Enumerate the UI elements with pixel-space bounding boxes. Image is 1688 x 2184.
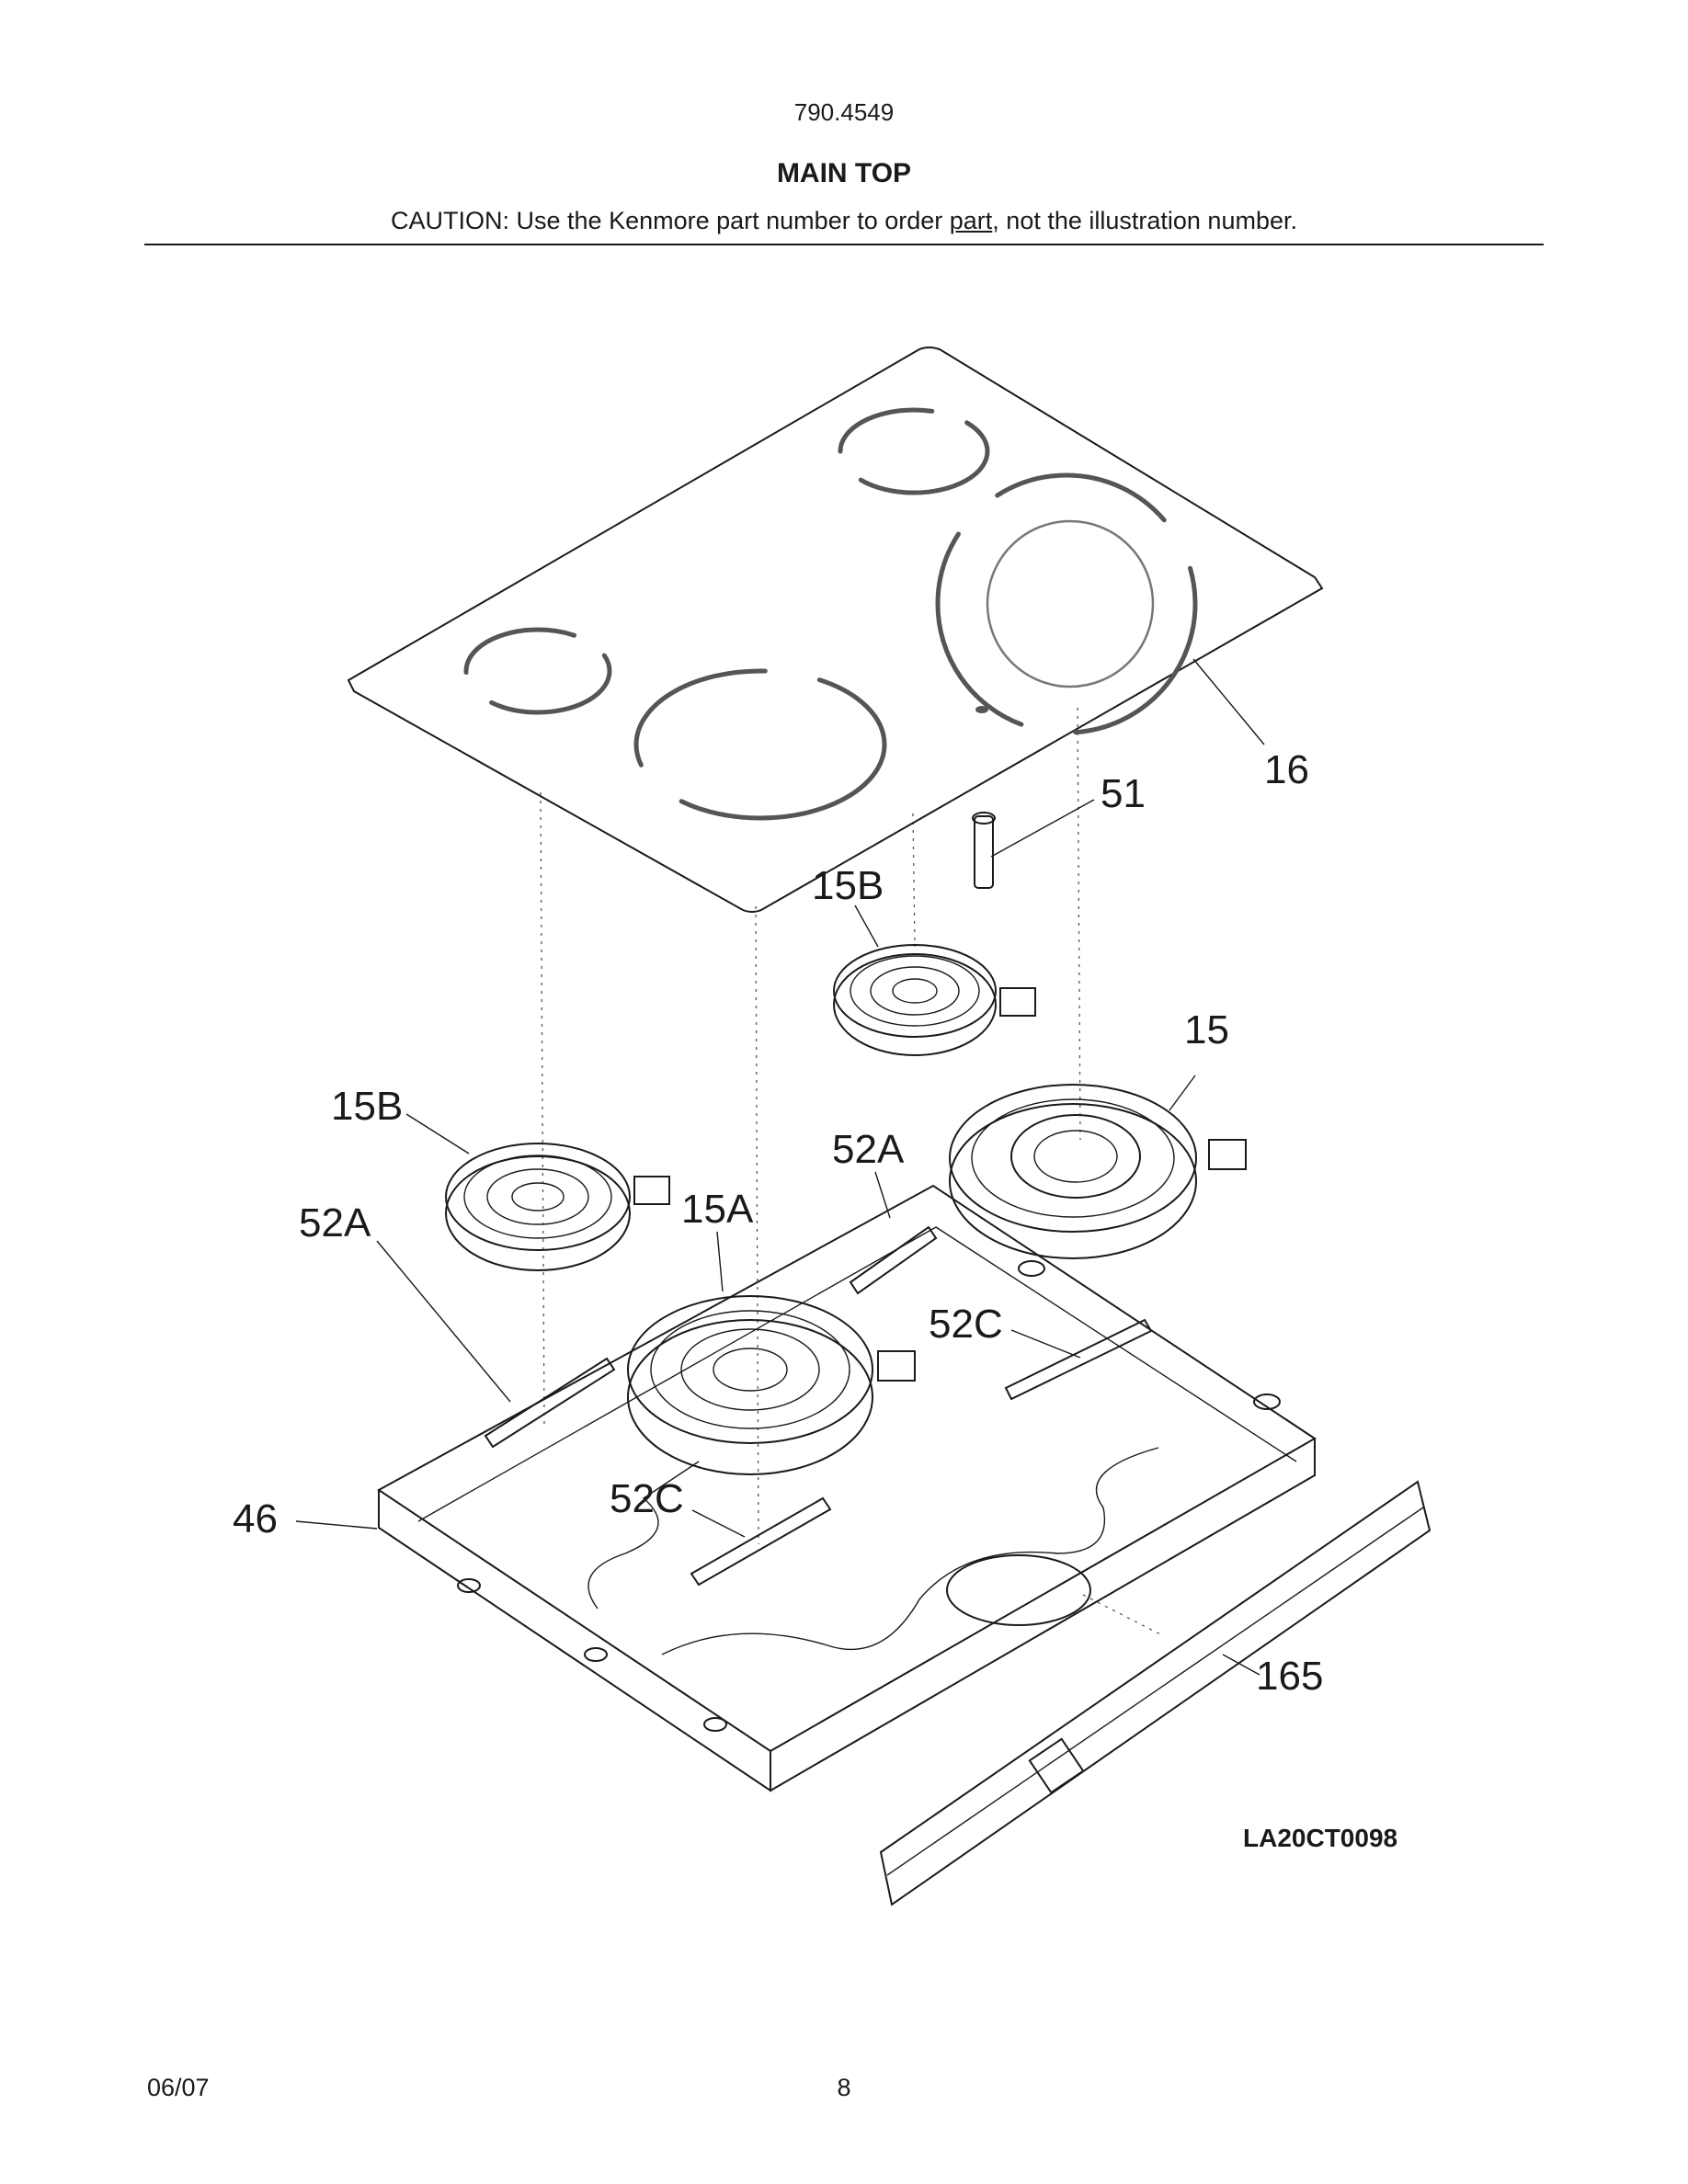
callout-15: 15: [1184, 1007, 1229, 1052]
callout-16: 16: [1264, 747, 1309, 792]
mounting-brackets: [484, 1225, 1153, 1587]
caution-note: CAUTION: Use the Kenmore part number to …: [0, 207, 1688, 235]
caution-text-end: , not the illustration number.: [992, 207, 1297, 234]
model-number: 790.4549: [793, 98, 895, 126]
page-title: MAIN TOP: [776, 158, 912, 188]
radiant-element-left: [445, 1143, 670, 1271]
callout-52c-right: 52C: [929, 1302, 1003, 1347]
callout-52c-front: 52C: [610, 1476, 684, 1521]
caution-text-start: CAUTION: Use the Kenmore part number to …: [391, 207, 950, 234]
callout-15b-rear: 15B: [812, 863, 884, 908]
header-rule: [144, 244, 1544, 245]
radiant-element-dual: [949, 1084, 1247, 1259]
callout-46: 46: [233, 1496, 278, 1541]
assembly-guide-lines: [540, 707, 1165, 1637]
callout-52a-right: 52A: [832, 1127, 905, 1172]
glass-cooktop: [347, 347, 1324, 913]
callout-15a: 15A: [681, 1187, 754, 1232]
callout-52a-left: 52A: [299, 1200, 371, 1246]
callout-51: 51: [1101, 771, 1146, 816]
radiant-element-front: [627, 1295, 916, 1475]
drawing-id: LA20CT0098: [1243, 1824, 1398, 1852]
footer-date: 06/07: [147, 2074, 210, 2101]
callout-165: 165: [1256, 1654, 1323, 1699]
radiant-element-rear: [833, 944, 1036, 1056]
front-mounting-rail: [879, 1480, 1431, 1906]
caution-underlined-word: part: [949, 207, 993, 234]
indicator-light: [972, 812, 996, 889]
callout-15b-left: 15B: [331, 1084, 403, 1129]
callout-leaders: [295, 658, 1265, 1676]
page-number: 8: [837, 2074, 851, 2101]
burner-box-pan: [377, 1184, 1317, 1792]
